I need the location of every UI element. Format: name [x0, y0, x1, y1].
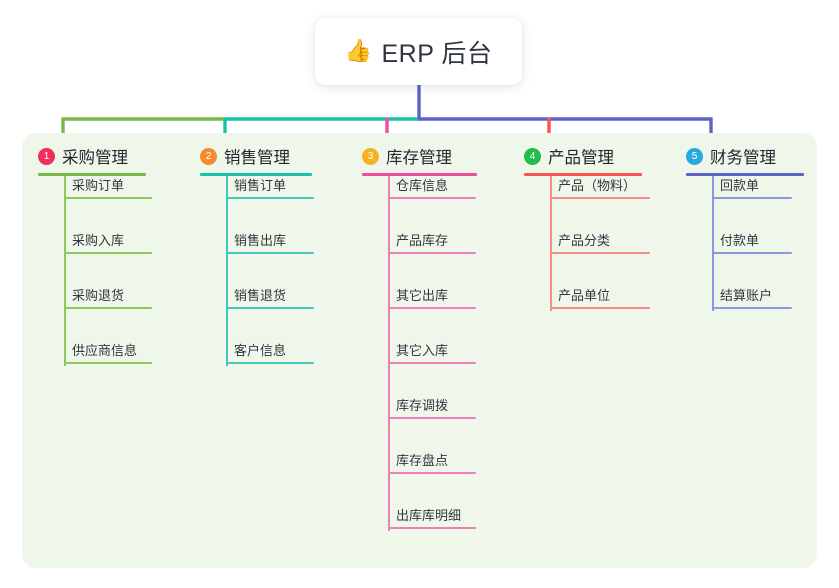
branch-item-underline [712, 252, 792, 254]
branch-item-label: 销售出库 [234, 233, 287, 248]
branches-panel [22, 133, 817, 568]
branch-header-underline [362, 173, 477, 176]
branch-header-4[interactable]: 4 产品管理 [524, 144, 614, 168]
branch-item-underline [550, 197, 650, 199]
branch-item-label: 销售订单 [234, 178, 287, 193]
branch-number-badge: 3 [362, 147, 379, 165]
branch-item[interactable]: 付款单 [712, 218, 792, 254]
branch-item-underline [388, 417, 476, 419]
branch-item-label: 仓库信息 [396, 178, 449, 193]
branch-item[interactable]: 库存盘点 [388, 438, 476, 474]
branch-item-label: 其它入库 [396, 343, 449, 358]
branch-item-underline [388, 362, 476, 364]
branch-item-label: 客户信息 [234, 343, 287, 358]
branch-spine [550, 176, 552, 311]
branch-number-badge: 5 [686, 147, 703, 165]
branch-item-label: 采购入库 [72, 233, 125, 248]
branch-header-1[interactable]: 1 采购管理 [38, 144, 128, 168]
branch-item-label: 产品库存 [396, 233, 449, 248]
branch-item[interactable]: 供应商信息 [64, 328, 152, 364]
branch-item[interactable]: 结算账户 [712, 273, 792, 309]
branch-item[interactable]: 采购退货 [64, 273, 152, 309]
branch-item-label: 库存盘点 [396, 453, 449, 468]
branch-item[interactable]: 销售退货 [226, 273, 314, 309]
branch-item[interactable]: 其它出库 [388, 273, 476, 309]
branch-number-badge: 1 [38, 147, 55, 165]
branch-item-label: 库存调拨 [396, 398, 449, 413]
branch-item-label: 供应商信息 [72, 343, 138, 358]
branch-item-underline [712, 307, 792, 309]
branch-spine [64, 176, 66, 366]
branch-header-underline [38, 173, 146, 176]
branch-item[interactable]: 回款单 [712, 163, 792, 199]
branch-number-badge: 4 [524, 147, 541, 165]
branch-item-label: 产品分类 [558, 233, 611, 248]
branch-item-underline [226, 362, 314, 364]
branch-item[interactable]: 销售订单 [226, 163, 314, 199]
branch-item[interactable]: 采购入库 [64, 218, 152, 254]
branch-item-label: 产品单位 [558, 288, 611, 303]
branch-item-underline [550, 252, 650, 254]
branch-item[interactable]: 出库库明细 [388, 493, 476, 529]
branch-item-underline [550, 307, 650, 309]
branch-item[interactable]: 产品库存 [388, 218, 476, 254]
branch-item-label: 出库库明细 [396, 508, 462, 523]
branch-item-underline [388, 307, 476, 309]
branch-header-label: 采购管理 [62, 149, 128, 167]
branch-number-badge: 2 [200, 147, 217, 165]
branch-spine [388, 176, 390, 531]
branch-header-2[interactable]: 2 销售管理 [200, 144, 290, 168]
branch-item[interactable]: 产品（物料） [550, 163, 650, 199]
branch-item-underline [64, 252, 152, 254]
branch-item[interactable]: 产品分类 [550, 218, 650, 254]
branch-header-5[interactable]: 5 财务管理 [686, 144, 776, 168]
branch-item-underline [388, 197, 476, 199]
branch-item-label: 付款单 [720, 233, 760, 248]
branch-item-underline [226, 197, 314, 199]
branch-item-underline [64, 362, 152, 364]
branch-header-label: 产品管理 [548, 149, 614, 167]
branch-item-label: 采购退货 [72, 288, 125, 303]
branch-item[interactable]: 仓库信息 [388, 163, 476, 199]
branch-item-label: 结算账户 [720, 288, 773, 303]
branch-item-underline [226, 252, 314, 254]
branch-item[interactable]: 采购订单 [64, 163, 152, 199]
branch-item[interactable]: 产品单位 [550, 273, 650, 309]
branch-item-underline [388, 472, 476, 474]
root-node-title: 👍 ERP 后台 [345, 34, 493, 70]
branch-header-label: 财务管理 [710, 149, 776, 167]
branch-header-label: 销售管理 [224, 149, 290, 167]
branch-header-underline [200, 173, 312, 176]
branch-item-underline [388, 527, 476, 529]
branch-spine [712, 176, 714, 311]
branch-item[interactable]: 销售出库 [226, 218, 314, 254]
root-node-label: ERP 后台 [381, 39, 493, 68]
branch-item-label: 其它出库 [396, 288, 449, 303]
root-node-card[interactable]: 👍 ERP 后台 [315, 18, 522, 85]
branch-item-underline [64, 197, 152, 199]
branch-item-underline [226, 307, 314, 309]
thumbs-up-icon: 👍 [344, 37, 373, 63]
branch-item-label: 回款单 [720, 178, 760, 193]
branch-header-label: 库存管理 [386, 149, 452, 167]
branch-header-underline [524, 173, 642, 176]
branch-item-underline [388, 252, 476, 254]
branch-item-label: 采购订单 [72, 178, 125, 193]
branch-item[interactable]: 库存调拨 [388, 383, 476, 419]
branch-item-label: 销售退货 [234, 288, 287, 303]
branch-item-underline [712, 197, 792, 199]
branch-header-3[interactable]: 3 库存管理 [362, 144, 452, 168]
branch-item[interactable]: 其它入库 [388, 328, 476, 364]
branch-item-underline [64, 307, 152, 309]
branch-header-underline [686, 173, 804, 176]
branch-spine [226, 176, 228, 366]
branch-item[interactable]: 客户信息 [226, 328, 314, 364]
branch-item-label: 产品（物料） [558, 178, 637, 193]
